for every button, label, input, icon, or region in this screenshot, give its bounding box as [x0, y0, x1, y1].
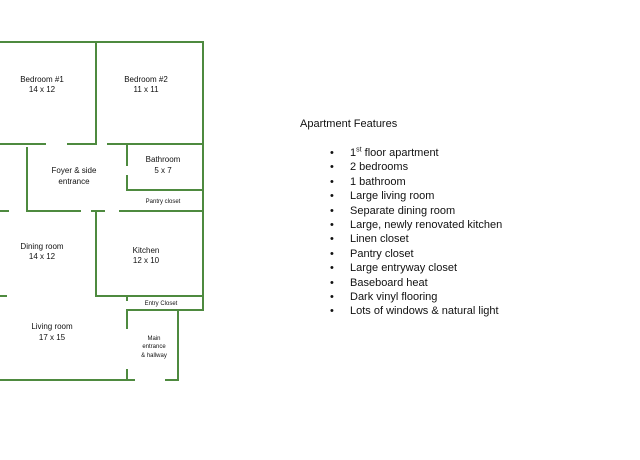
bedroom1-size: 14 x 12 [29, 85, 56, 94]
features-list: • 1st floor apartment • 2 bedrooms • 1 bat… [300, 146, 630, 319]
feature-text: Linen closet [350, 233, 409, 246]
main-entrance-line1: Main [147, 336, 160, 342]
room-labels: Bedroom #1 14 x 12 Bedroom #2 11 x 11 Fo… [20, 75, 180, 359]
bullet-icon: • [330, 161, 334, 174]
bullet-icon: • [330, 147, 334, 159]
feature-text: 1 bathroom [350, 175, 406, 188]
living-room-label: Living room [31, 322, 73, 331]
features-title: Apartment Features [300, 118, 398, 130]
living-room-size: 17 x 15 [39, 333, 66, 342]
bathroom-label: Bathroom [146, 155, 181, 164]
feature-floor-number: 1 [350, 147, 357, 159]
feature-item: • Baseboard heat [330, 276, 630, 290]
feature-item: • Pantry closet [330, 247, 630, 261]
bullet-icon: • [330, 175, 334, 188]
feature-text: Large living room [350, 190, 435, 203]
feature-item: • 2 bedrooms [330, 160, 630, 174]
main-entrance-line3: & hallway [141, 353, 167, 359]
feature-text: 2 bedrooms [350, 161, 409, 174]
feature-floor-text: floor apartment [361, 147, 439, 159]
feature-text: Dark vinyl flooring [350, 291, 438, 304]
bullet-icon: • [330, 219, 334, 232]
bathroom-size: 5 x 7 [154, 166, 172, 175]
foyer-label-line2: entrance [58, 177, 90, 186]
bullet-icon: • [330, 233, 334, 246]
entry-closet-label: Entry Closet [145, 301, 178, 307]
feature-text: Large entryway closet [350, 262, 457, 275]
bullet-icon: • [330, 247, 334, 260]
feature-text: Large, newly renovated kitchen [350, 219, 503, 232]
walls [0, 41, 204, 381]
bedroom1-label: Bedroom #1 [20, 75, 64, 84]
feature-item: • Large living room [330, 189, 630, 203]
feature-floor-superscript: st [356, 146, 362, 154]
kitchen-size: 12 x 10 [133, 256, 160, 265]
feature-text: Pantry closet [350, 247, 414, 260]
dining-room-size: 14 x 12 [29, 252, 56, 261]
feature-item: • Lots of windows & natural light [330, 304, 630, 318]
bullet-icon: • [330, 305, 334, 318]
kitchen-label: Kitchen [133, 246, 160, 255]
floor-plan: Bedroom #1 14 x 12 Bedroom #2 11 x 11 Fo… [0, 41, 204, 381]
feature-text: Separate dining room [350, 204, 456, 217]
foyer-label-line1: Foyer & side [52, 166, 97, 175]
feature-text: Lots of windows & natural light [350, 305, 499, 318]
dining-room-label: Dining room [20, 242, 63, 251]
bullet-icon: • [330, 291, 334, 304]
main-entrance-line2: entrance [142, 344, 166, 350]
feature-text: Baseboard heat [350, 276, 428, 289]
feature-item: • Separate dining room [330, 204, 630, 218]
bullet-icon: • [330, 262, 334, 275]
feature-item: • 1st floor apartment [330, 146, 630, 160]
feature-item: • 1 bathroom [330, 175, 630, 189]
feature-item: • Dark vinyl flooring [330, 290, 630, 304]
bullet-icon: • [330, 204, 334, 217]
bullet-icon: • [330, 276, 334, 289]
bedroom2-size: 11 x 11 [133, 85, 159, 94]
feature-item: • Large entryway closet [330, 261, 630, 275]
bedroom2-label: Bedroom #2 [124, 75, 168, 84]
feature-item: • Linen closet [330, 232, 630, 246]
bullet-icon: • [330, 190, 334, 203]
feature-item: • Large, newly renovated kitchen [330, 218, 630, 232]
apartment-features: Apartment Features • 1st floor apartment… [300, 118, 630, 319]
pantry-closet-label: Pantry closet [146, 199, 181, 205]
